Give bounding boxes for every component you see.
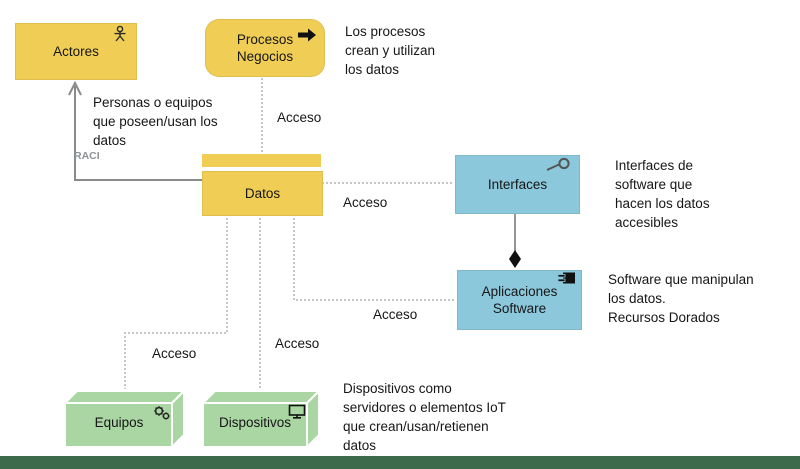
composition-diamond-icon: [509, 250, 521, 268]
node-actores: Actores: [15, 23, 137, 80]
procesos-annotation: Los procesos crean y utilizan los datos: [345, 24, 436, 77]
datos-label: Datos: [244, 186, 281, 201]
aplicaciones-annotation: Software que manipulan los datos. Recurs…: [608, 272, 754, 325]
bottom-green-bar: [0, 456, 800, 469]
procesos-label: Procesos Negocios: [236, 32, 294, 64]
business-actor-icon: [114, 25, 126, 42]
node-datos-top-band: [202, 154, 321, 167]
acceso-label-datos-equipos: Acceso: [152, 346, 197, 361]
actores-label: Actores: [53, 44, 99, 59]
edge-datos-equipos: [124, 214, 228, 389]
acceso-label-procesos-datos: Acceso: [277, 110, 322, 125]
dispositivos-label: Dispositivos: [218, 415, 292, 430]
raci-label: RACI: [74, 150, 100, 162]
edge-interfaces-aplicaciones-composition: [509, 212, 521, 268]
business-process-arrow-icon: [298, 28, 316, 42]
node-dispositivos: [200, 388, 322, 450]
edge-datos-actores-arrow: [68, 80, 210, 181]
interfaces-annotation: Interfaces de software que hacen los dat…: [615, 158, 710, 230]
acceso-label-datos-dispositivos: Acceso: [275, 336, 320, 351]
acceso-label-datos-aplicaciones: Acceso: [373, 307, 418, 322]
gears-icon: [154, 406, 170, 420]
display-icon: [288, 404, 306, 419]
edge-datos-aplicaciones: [293, 214, 455, 301]
aplicaciones-label: Aplicaciones Software: [481, 284, 558, 316]
node-aplicaciones: Aplicaciones Software: [457, 270, 582, 330]
node-datos: Datos: [202, 171, 323, 216]
interface-lollipop-icon: [546, 157, 570, 171]
application-component-icon: [557, 272, 575, 284]
interfaces-label: Interfaces: [487, 177, 548, 192]
node-equipos: [62, 388, 187, 450]
equipos-label: Equipos: [94, 415, 144, 430]
actores-annotation: Personas o equipos que poseen/usan los d…: [93, 95, 218, 148]
node-procesos: Procesos Negocios: [205, 19, 325, 77]
dispositivos-annotation: Dispositivos como servidores o elementos…: [343, 381, 506, 453]
acceso-label-datos-interfaces: Acceso: [343, 195, 388, 210]
